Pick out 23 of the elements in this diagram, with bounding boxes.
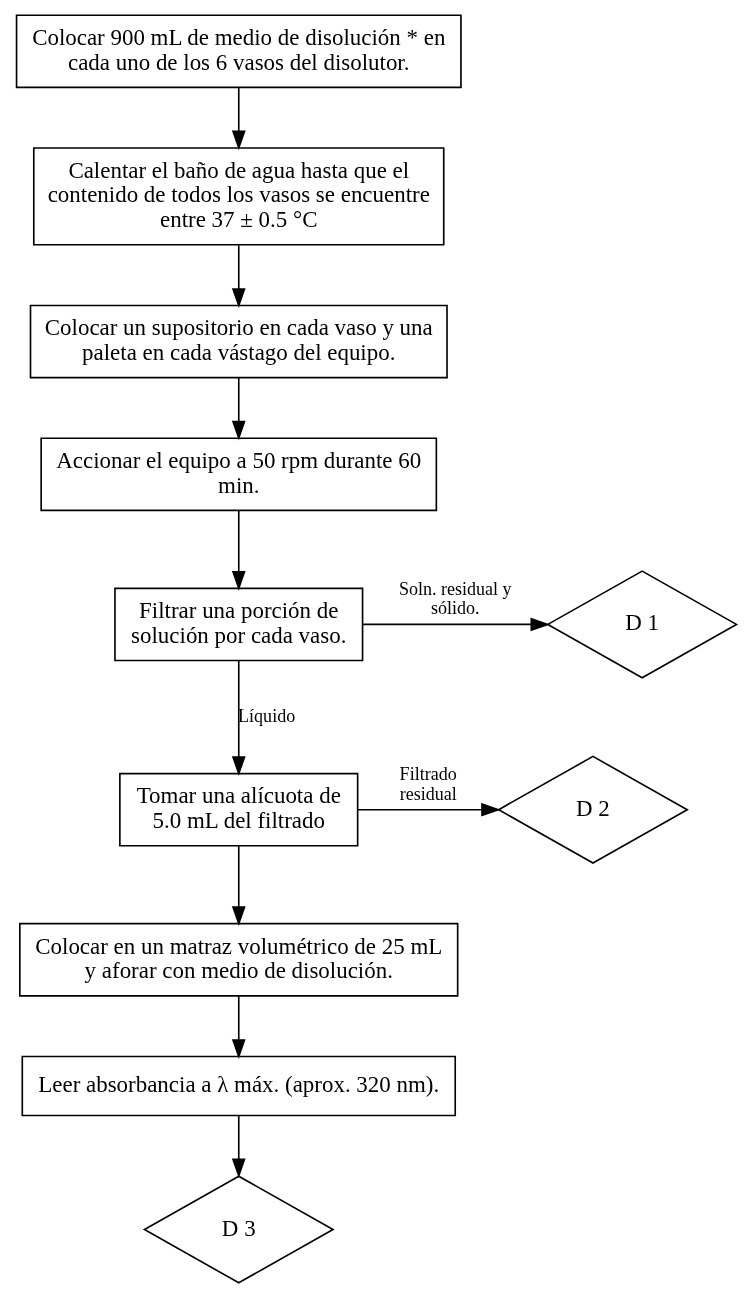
arrow bbox=[231, 87, 246, 151]
node-box: Filtrar una porción de solución por cada vaso. bbox=[114, 587, 364, 662]
node-diamond: D 2 bbox=[497, 755, 689, 864]
arrow bbox=[231, 845, 246, 927]
arrow bbox=[231, 377, 246, 441]
arrow bbox=[231, 659, 246, 776]
arrow bbox=[231, 509, 246, 591]
node-box: Tomar una alícuota de 5.0 mL del filtrado bbox=[119, 772, 359, 847]
arrow bbox=[231, 995, 246, 1059]
node-box: Colocar en un matraz volumétrico de 25 mL y aforar con medio de disolución. bbox=[19, 922, 459, 997]
edge-label: Soln. residual y sólido. bbox=[398, 578, 512, 619]
arrow bbox=[231, 1115, 246, 1179]
node-box: Colocar un supositorio en cada vaso y una paleta en cada vástago del equipo. bbox=[29, 304, 448, 379]
node-diamond: D 3 bbox=[142, 1175, 335, 1284]
arrow bbox=[231, 244, 246, 308]
node-box: Leer absorbancia a λ máx. (aprox. 320 nm). bbox=[21, 1055, 457, 1117]
node-box: Colocar 900 mL de medio de disolución * en cada uno de los 6 vasos del disolutor. bbox=[15, 14, 462, 89]
node-box: Accionar el equipo a 50 rpm durante 60 min. bbox=[40, 437, 438, 512]
edge-label: Filtrado residual bbox=[399, 763, 457, 804]
arrow bbox=[362, 617, 551, 632]
arrow bbox=[356, 802, 501, 817]
node-diamond: D 1 bbox=[546, 570, 739, 679]
node-box: Calentar el baño de agua hasta que el contenido de todos los vasos se encuentre entre 37 ± 0.5 °C bbox=[32, 147, 445, 246]
